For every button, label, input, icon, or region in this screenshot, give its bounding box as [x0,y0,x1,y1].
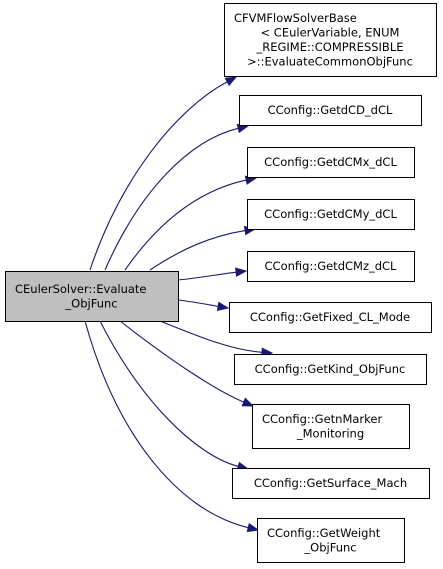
call-edge-1 [104,127,239,271]
callee-node-3[interactable]: CConfig::GetdCMy_dCL [247,199,415,230]
call-edge-9 [84,320,249,529]
callee-node-0[interactable]: CFVMFlowSolverBase< CEulerVariable, ENUM… [224,3,437,77]
callee-node-0-box [224,3,437,77]
call-edge-arrowhead [224,76,238,87]
call-edge-7 [119,320,244,403]
callee-node-4-box [247,251,415,282]
call-edge-8 [99,320,239,467]
callee-node-9-box [257,518,405,563]
callee-node-2-label-line: CConfig::GetdCMx_dCL [264,155,397,169]
callee-node-1-box [239,95,422,126]
root-node[interactable]: CEulerSolver::Evaluate_ObjFunc [5,271,179,322]
callee-node-8[interactable]: CConfig::GetSurface_Mach [232,468,430,499]
callee-node-4-label-line: CConfig::GetdCMz_dCL [265,259,398,273]
callee-node-7-label-line: CConfig::GetnMarker [262,412,382,426]
call-edge-6 [159,320,263,353]
callee-node-7[interactable]: CConfig::GetnMarker_Monitoring [252,404,410,449]
callee-node-0-label-line: >::EvaluateCommonObjFunc [247,54,413,68]
call-edge-arrowhead [246,522,260,533]
callee-node-1[interactable]: CConfig::GetdCD_dCL [239,95,422,126]
call-edge-3 [149,229,246,271]
callee-node-5-box [229,302,432,333]
call-edge-arrowhead [241,397,255,407]
callee-node-7-box [252,404,410,449]
callee-node-3-label-line: CConfig::GetdCMy_dCL [264,207,397,221]
callee-node-9-label-line: CConfig::GetWeight [267,526,381,540]
callee-node-6-label-line: CConfig::GetKind_ObjFunc [255,362,406,376]
callee-node-9-label-line: _ObjFunc [303,540,356,554]
call-edge-arrowhead [235,267,248,277]
callee-node-3-box [247,199,415,230]
call-edge-4 [177,271,237,281]
root-node-label-line: _ObjFunc [64,296,117,310]
callee-node-2[interactable]: CConfig::GetdCMx_dCL [247,147,415,178]
callee-node-9[interactable]: CConfig::GetWeight_ObjFunc [257,518,405,563]
callee-node-5-label-line: CConfig::GetFixed_CL_Mode [250,310,410,324]
call-edge-0 [89,81,228,271]
callee-node-0-label-line: CFVMFlowSolverBase [234,11,357,25]
callee-node-6[interactable]: CConfig::GetKind_ObjFunc [234,354,427,385]
callee-node-5[interactable]: CConfig::GetFixed_CL_Mode [229,302,432,333]
call-edge-2 [124,179,247,271]
callee-node-1-label-line: CConfig::GetdCD_dCL [268,103,393,117]
root-node-box [5,271,179,322]
callee-node-0-label-line: < CEulerVariable, ENUM [261,25,400,39]
call-nodes: CEulerSolver::Evaluate_ObjFuncCFVMFlowSo… [5,3,437,563]
call-edge-arrowhead [216,301,230,311]
callee-node-2-box [247,147,415,178]
callee-node-7-label-line: _Monitoring [296,426,364,440]
callee-node-8-box [232,468,430,499]
root-node-label-line: CEulerSolver::Evaluate [15,282,147,296]
callee-node-6-box [234,354,427,385]
callee-node-8-label-line: CConfig::GetSurface_Mach [254,476,407,490]
callee-node-0-label-line: _REGIME::COMPRESSIBLE [256,40,404,54]
callee-node-4[interactable]: CConfig::GetdCMz_dCL [247,251,415,282]
call-edge-5 [177,299,219,307]
